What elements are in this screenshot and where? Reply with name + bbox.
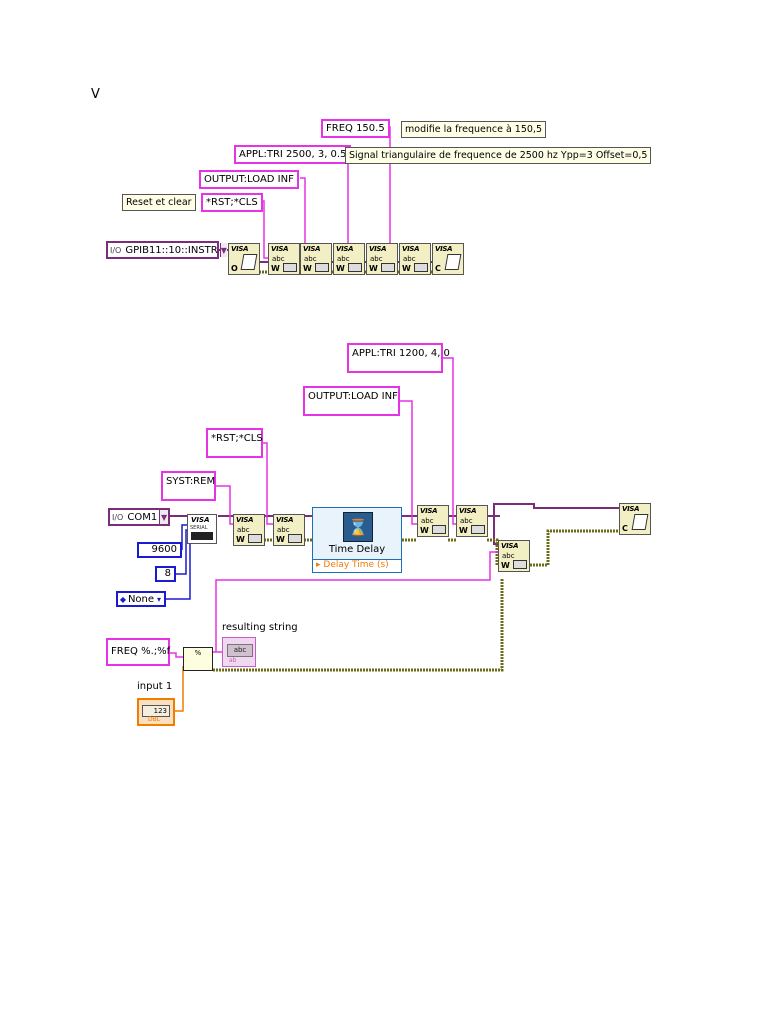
appl-string-constant[interactable]: APPL:TRI 2500, 3, 0.5 (234, 145, 352, 164)
visa-write-node[interactable]: VISA abc W (366, 243, 398, 275)
string-wire-to-write (215, 551, 502, 652)
write-pad-icon (288, 534, 302, 543)
freq-comment-label: modifie la frequence à 150,5 (401, 121, 546, 138)
serial-port-icon (191, 532, 213, 540)
error-wire-loop (213, 578, 504, 672)
dropdown-arrow-icon[interactable]: ▼ (159, 510, 168, 524)
appl-string-constant-2[interactable]: APPL:TRI 1200, 4, 0 (347, 343, 450, 373)
dropdown-arrow-icon[interactable]: ▾ (157, 594, 162, 604)
baud-rate-constant[interactable]: 9600 (137, 542, 182, 558)
write-pad-icon (471, 525, 485, 534)
enum-arrow-icon[interactable]: ◆ (119, 594, 127, 604)
visa-write-node[interactable]: VISA abc W (498, 540, 530, 572)
input-1-control[interactable]: 123 DBL (137, 698, 175, 726)
double-wire-input (175, 666, 184, 712)
visa-write-node[interactable]: VISA abc W (268, 243, 300, 275)
rst-string-constant-2[interactable]: *RST;*CLS (206, 428, 263, 458)
parity-enum-constant[interactable]: ◆ None ▾ (116, 591, 166, 607)
visa-write-node[interactable]: VISA abc W (417, 505, 449, 537)
resource-wire-bottom-2 (487, 503, 619, 517)
page-letter: V (91, 87, 100, 102)
time-delay-express-vi[interactable]: ⌛ Time Delay ▸ Delay Time (s) (312, 507, 402, 573)
visa-close-node[interactable]: VISA C (619, 503, 651, 535)
error-wire-bottom (264, 538, 499, 565)
string-wire-output-b (399, 400, 418, 525)
visa-close-icon (444, 254, 462, 270)
visa-close-icon (631, 514, 649, 530)
rst-string-constant[interactable]: *RST;*CLS (201, 193, 263, 212)
data-bits-constant[interactable]: 8 (155, 566, 176, 582)
write-pad-icon (432, 525, 446, 534)
output-string-constant[interactable]: OUTPUT:LOAD INF (199, 170, 299, 189)
format-string-constant[interactable]: FREQ %.;%f (106, 638, 170, 666)
visa-write-node[interactable]: VISA abc W (399, 243, 431, 275)
gpib-resource-constant[interactable]: I/O GPIB11::10::INSTR ▼ (106, 241, 227, 259)
error-wire-bottom-2 (530, 529, 619, 567)
string-wire-appl-b (442, 357, 458, 525)
visa-write-node[interactable]: VISA abc W (233, 514, 265, 546)
write-pad-icon (513, 560, 527, 569)
visa-write-node[interactable]: VISA abc W (273, 514, 305, 546)
output-string-constant-2[interactable]: OUTPUT:LOAD INF (303, 386, 400, 416)
appl-comment-label: Signal triangulaire de frequence de 2500… (345, 147, 652, 164)
visa-close-node[interactable]: VISA C (432, 243, 464, 275)
reset-comment-label: Reset et clear (122, 194, 196, 211)
write-pad-icon (248, 534, 262, 543)
resource-icon: I/O (110, 245, 122, 255)
numeric-wire-parity (166, 535, 191, 600)
hourglass-icon: ⌛ (343, 512, 373, 542)
dropdown-arrow-icon[interactable]: ▼ (219, 243, 227, 257)
delay-time-terminal[interactable]: ▸ Delay Time (s) (313, 559, 401, 572)
format-icon: % (194, 649, 202, 657)
string-wire-rst-b (262, 442, 274, 525)
write-pad-icon (414, 263, 428, 272)
write-pad-icon (315, 263, 329, 272)
format-into-string-node[interactable]: % (183, 647, 213, 671)
write-pad-icon (381, 263, 395, 272)
time-delay-title: Time Delay (328, 544, 386, 555)
write-pad-icon (348, 263, 362, 272)
resource-icon: I/O (112, 512, 124, 522)
write-pad-icon (283, 263, 297, 272)
visa-configure-serial-node[interactable]: VISA SERIAL (187, 514, 217, 544)
visa-open-node[interactable]: VISA O (228, 243, 260, 275)
visa-write-node[interactable]: VISA abc W (333, 243, 365, 275)
visa-open-icon (240, 254, 258, 270)
input-1-label: input 1 (137, 681, 173, 692)
visa-write-node[interactable]: VISA abc W (456, 505, 488, 537)
resulting-string-indicator: abc ab (222, 637, 256, 667)
freq-string-constant[interactable]: FREQ 150.5 (321, 119, 390, 138)
visa-write-node[interactable]: VISA abc W (300, 243, 332, 275)
string-wire-format (170, 652, 185, 658)
string-wire-syst (215, 485, 235, 525)
syst-string-constant[interactable]: SYST:REM (161, 471, 216, 501)
com-resource-constant[interactable]: I/O COM1 ▼ (108, 508, 170, 526)
resulting-string-label: resulting string (222, 622, 298, 633)
